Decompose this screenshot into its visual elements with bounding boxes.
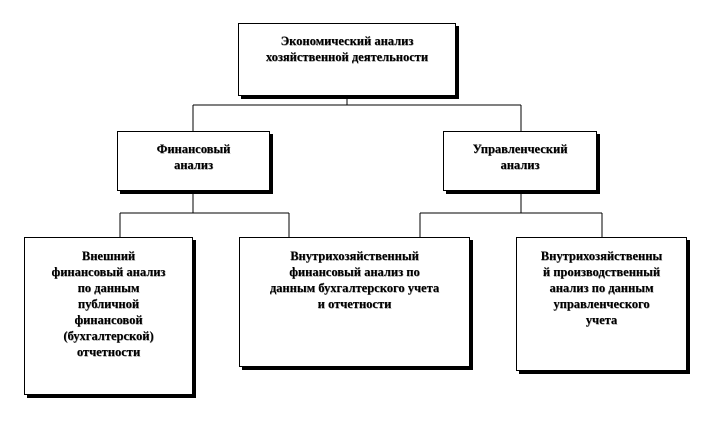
box-external-financial-analysis: Внешний финансовый анализ по данным публ… — [24, 237, 193, 395]
box-economic-analysis: Экономический анализ хозяйственной деяте… — [238, 23, 456, 96]
box-financial-analysis: Финансовый анализ — [117, 131, 270, 191]
box-managerial-analysis: Управленческий анализ — [443, 131, 597, 191]
box-internal-production-analysis: Внутрихозяйственны й производственный ан… — [516, 237, 687, 371]
box-internal-financial-analysis: Внутрихозяйственный финансовый анализ по… — [239, 237, 470, 367]
